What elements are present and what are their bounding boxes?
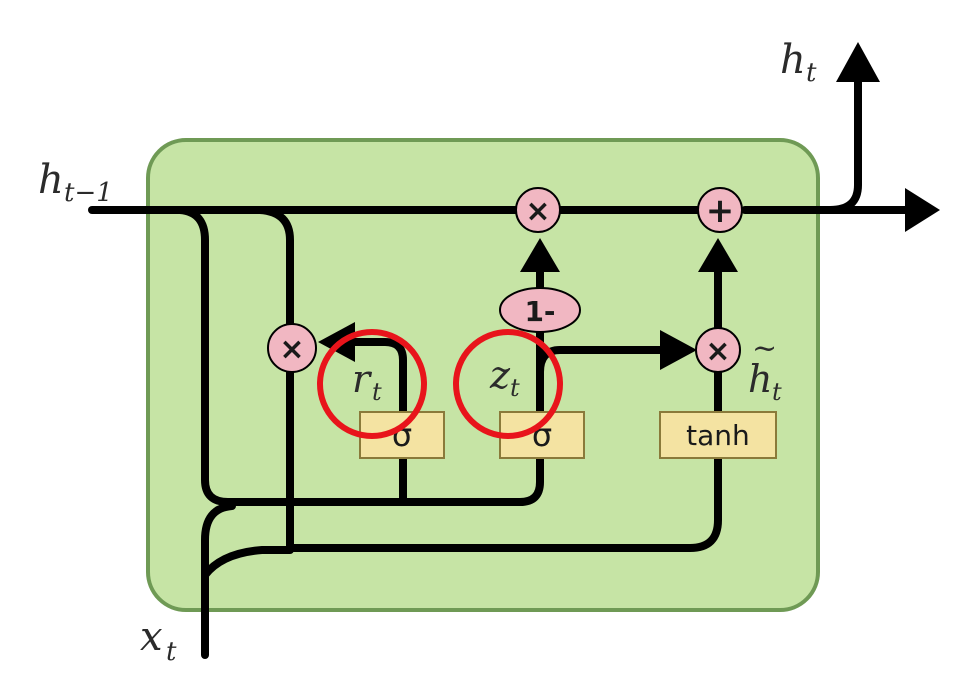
output-right-arrowhead — [905, 188, 940, 232]
op-one-minus-symbol: 1- — [524, 295, 555, 328]
label-h-out: h t — [780, 37, 817, 88]
highlight-r-gate — [317, 329, 427, 439]
h-prev-to-reset-mult-line — [256, 206, 294, 334]
op-add-top-symbol: + — [706, 191, 735, 231]
gate-tanh: tanh — [659, 411, 777, 459]
op-mult-reset-symbol: × — [279, 332, 304, 367]
op-mult-candidate: × — [695, 327, 741, 373]
connection-lines — [88, 78, 909, 659]
reset-mult-to-tanh-line — [286, 364, 722, 552]
label-r-sub: t — [372, 378, 382, 406]
x-input-branch — [201, 546, 294, 579]
h-prev-to-gates-line — [176, 206, 544, 506]
label-h-out-base: h — [780, 37, 806, 83]
output-branch-line — [826, 78, 862, 214]
label-z-gate: z t — [489, 353, 520, 402]
label-h-tilde-sub: t — [772, 378, 782, 406]
label-r-base: r — [352, 357, 373, 401]
gate-tanh-label: tanh — [686, 419, 750, 452]
op-mult-top: × — [515, 187, 561, 233]
highlight-circles — [317, 329, 563, 439]
r-gate-output-line — [341, 338, 407, 416]
label-r-gate: r t — [352, 357, 382, 406]
label-x-sub: t — [166, 637, 177, 667]
label-h-tilde-accent: ~ — [752, 331, 777, 366]
label-h-prev: h t−1 — [38, 157, 113, 208]
label-x-input: x t — [140, 614, 177, 667]
x-input-line — [201, 502, 236, 659]
gru-cell-box — [146, 138, 820, 612]
one-minus-arrowhead — [520, 238, 560, 272]
label-h-tilde-base: h — [748, 357, 772, 401]
label-h-prev-base: h — [38, 157, 64, 203]
label-x-base: x — [140, 614, 163, 660]
add-input-arrowhead — [698, 238, 738, 272]
op-mult-reset: × — [267, 323, 317, 373]
z-gate-to-candidate-mult-line — [536, 346, 669, 376]
op-mult-top-symbol: × — [525, 194, 550, 229]
label-h-out-sub: t — [806, 58, 817, 88]
output-up-arrowhead — [836, 42, 880, 82]
label-z-base: z — [489, 353, 511, 397]
candidate-mult-arrowhead — [660, 330, 697, 370]
op-mult-candidate-symbol: × — [705, 334, 730, 369]
label-h-tilde: ~ h t — [748, 331, 782, 406]
op-one-minus: 1- — [499, 287, 581, 333]
op-add-top: + — [697, 187, 743, 233]
highlight-z-gate — [453, 329, 563, 439]
label-h-prev-sub: t−1 — [64, 178, 113, 208]
label-z-sub: t — [510, 374, 520, 402]
